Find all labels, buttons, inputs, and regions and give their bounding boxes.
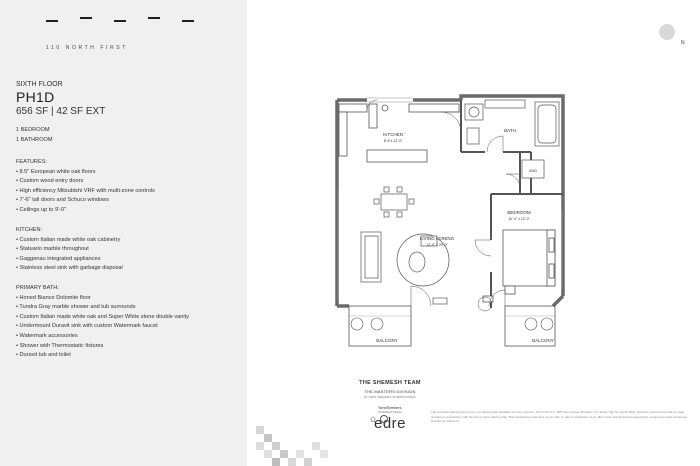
floor-label: SIXTH FLOOR bbox=[16, 81, 63, 88]
label-wd: W/D bbox=[529, 168, 537, 173]
north-label: N bbox=[681, 40, 685, 46]
list-item: • Stainless steel sink with garbage disp… bbox=[16, 265, 123, 272]
features-title: FEATURES: bbox=[16, 159, 47, 165]
brand-logos: THE SHEMESH TEAM THE MASTERS DIVISION AT… bbox=[350, 380, 430, 432]
bath-title: PRIMARY BATH: bbox=[16, 285, 59, 291]
info-panel: 110 NORTH FIRST SIXTH FLOOR PH1D 656 SF … bbox=[0, 0, 247, 466]
division-sub: AT NEST SEEKERS INTERNATIONAL bbox=[364, 395, 416, 399]
building-logo bbox=[46, 17, 198, 24]
label-balcony-right: BALCONY bbox=[532, 338, 554, 343]
list-item: • Ceilings up to 9'-0" bbox=[16, 206, 67, 213]
bathroom-count: 1 BATHROOM bbox=[16, 136, 53, 143]
label-kitchen-dim: 8'-5"x 12'-0" bbox=[384, 139, 403, 143]
division-logo: THE MASTERS DIVISION bbox=[364, 389, 416, 394]
list-item: • Tundra Gray marble shower and tub surr… bbox=[16, 304, 136, 311]
label-living-dim: 12'-0" x 20'-0" bbox=[426, 243, 448, 247]
list-item: • Custom Italian made white oak and Supe… bbox=[16, 313, 189, 320]
list-item: • Honed Bianco Dolomite floor bbox=[16, 294, 91, 301]
features-list: FEATURES: • 8.5" European white oak floo… bbox=[16, 158, 241, 216]
nest-logo: NestSeekers bbox=[378, 405, 402, 410]
compass-icon bbox=[659, 24, 675, 40]
nest-sub: INTERNATIONAL bbox=[378, 410, 402, 414]
team-logo: THE SHEMESH TEAM bbox=[359, 380, 421, 386]
list-item: • Statuario marble throughout bbox=[16, 246, 89, 253]
label-living: LIVING / DINING bbox=[420, 236, 455, 241]
logo-tagline: 110 NORTH FIRST bbox=[46, 45, 128, 51]
list-item: • Custom Italian made white oak cabinetr… bbox=[16, 236, 121, 243]
label-balcony-left: BALCONY bbox=[376, 338, 398, 343]
label-bath: BATH bbox=[504, 128, 516, 133]
legal-disclaimer: The complete offering terms are in an of… bbox=[431, 410, 687, 423]
label-bedroom-dim: 10'-4" x 12'-0" bbox=[508, 217, 530, 221]
list-item: • Watermark accessories bbox=[16, 332, 78, 339]
unit-area: 656 SF | 42 SF EXT bbox=[16, 106, 106, 117]
floor-plan: KITCHEN 8'-5"x 12'-0" BATH W/D LIVING / … bbox=[335, 94, 565, 347]
edre-logo: edre bbox=[373, 415, 407, 432]
list-item: • 7'-6" tall doors and Schuco windows bbox=[16, 197, 110, 204]
equal-housing-icon bbox=[370, 416, 376, 422]
list-item: • Custom wood entry doors bbox=[16, 178, 84, 185]
seal-icon bbox=[380, 415, 388, 423]
label-bedroom: BEDROOM bbox=[507, 210, 531, 215]
list-item: • Duravit tub and toilet bbox=[16, 352, 71, 359]
kitchen-list: KITCHEN: • Custom Italian made white oak… bbox=[16, 226, 241, 274]
label-kitchen: KITCHEN bbox=[383, 132, 403, 137]
list-item: • Shower with Thermostatic fixtures bbox=[16, 342, 104, 349]
list-item: • 8.5" European white oak floors bbox=[16, 168, 96, 175]
bath-list: PRIMARY BATH: • Honed Bianco Dolomite fl… bbox=[16, 284, 241, 361]
room-count: 1 BEDROOM 1 BATHROOM bbox=[16, 126, 241, 145]
unit-name: PH1D bbox=[16, 89, 55, 105]
key-plan-thumbnail bbox=[256, 420, 336, 466]
list-item: • Undermount Duravit sink with custom Wa… bbox=[16, 323, 158, 330]
list-item: • High efficiency Mitsubishi VRF with mu… bbox=[16, 187, 155, 194]
list-item: • Gaggenau integrated appliances bbox=[16, 255, 101, 262]
bedroom-count: 1 BEDROOM bbox=[16, 127, 50, 133]
kitchen-title: KITCHEN: bbox=[16, 227, 43, 233]
